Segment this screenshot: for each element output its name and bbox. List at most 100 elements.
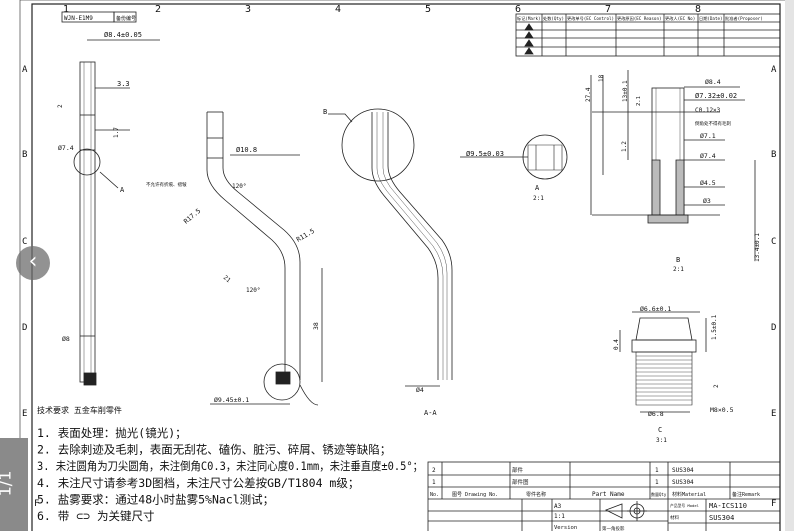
dimension-label: 27.4 xyxy=(585,87,592,102)
dimension-label: Ø6.6±0.1 xyxy=(640,305,671,313)
detail-c-view xyxy=(619,311,707,413)
detail-scale: 3:1 xyxy=(656,437,667,444)
detail-label: A xyxy=(535,184,540,192)
scale-value: 1:1 xyxy=(554,513,565,520)
note-item: 2. 去除刺迹及毛刺，表面无刮花、磕伤、脏污、碎屑、锈迹等缺陷； xyxy=(37,443,391,457)
revision-header: 批准者(Proposer) xyxy=(725,15,763,22)
version-label: Version xyxy=(554,525,577,531)
bent-tube-view xyxy=(206,111,323,406)
zone-row-label: B xyxy=(771,150,776,160)
dimension-label: 3.3 xyxy=(117,80,130,88)
dimension-label: 0.4 xyxy=(613,339,620,350)
chevron-left-icon: ‹ xyxy=(28,249,38,274)
sheet-size: A3 xyxy=(554,503,562,510)
zone-column-label: 7 xyxy=(605,4,611,15)
revision-header: 更改原因(EC Reason) xyxy=(617,15,661,22)
bom-no: 2 xyxy=(432,467,436,474)
revision-header: 更改单号(EC Control) xyxy=(567,15,614,22)
bom-qty: 1 xyxy=(655,467,659,474)
dimension-label: 1.7 xyxy=(113,127,120,138)
page-number: 1/1 xyxy=(0,470,15,497)
note-item: 6. 带 ⊂⊃ 为关键尺寸 xyxy=(37,509,154,523)
dimension-label: 120° xyxy=(246,287,260,294)
header-qty: 数量Qty xyxy=(651,491,667,497)
dimension-label: Ø10.8 xyxy=(236,146,257,154)
dimension-label: Ø3 xyxy=(703,197,711,205)
scrollbar[interactable] xyxy=(785,0,794,531)
dimension-label: R11.5 xyxy=(295,227,316,244)
zone-row-label: E xyxy=(22,409,27,419)
zone-column-label: 2 xyxy=(155,4,161,15)
dimension-label: Ø6.8 xyxy=(648,410,664,418)
dimension-label: Ø8.4±0.05 xyxy=(104,31,142,39)
header-no: No. xyxy=(430,492,439,498)
dimension-label: 2 xyxy=(713,384,720,388)
header-drawing: 图号 Drawing No. xyxy=(452,492,498,498)
projection-label: 第一角投影 xyxy=(602,525,625,531)
revision-header: 日期(Date) xyxy=(699,16,723,22)
header-name: Part Name xyxy=(592,491,625,498)
model-label: 产品型号 Model xyxy=(670,503,699,508)
zone-column-label: 8 xyxy=(695,4,701,15)
zone-row-label: C xyxy=(22,237,27,247)
zone-row-label: C xyxy=(771,237,776,247)
notes-title: 技术要求 五金车削零件 xyxy=(37,405,122,415)
zone-rows: A A B B C C D D E E F F xyxy=(22,65,777,509)
note-item: 5. 盐雾要求：通过48小时盐雾5%Nacl测试； xyxy=(37,492,274,506)
dimension-label: 1.2 xyxy=(621,141,628,152)
drawing-tag: 备份编号 xyxy=(116,15,136,22)
revision-header: 标记(Mark) xyxy=(517,15,541,22)
dimension-label: 2.1 xyxy=(636,96,642,106)
bom-qty: 1 xyxy=(655,479,659,486)
dimension-label: 18 xyxy=(598,74,605,82)
zone-row-label: A xyxy=(22,65,28,75)
note-item: 3. 未注圆角为刀尖圆角，未注倒角C0.3，未注同心度0.1mm，未注垂直度±0… xyxy=(37,459,423,473)
zone-row-label: A xyxy=(771,65,777,75)
detail-scale: 2:1 xyxy=(533,195,544,202)
dimension-label: C0.12×3 xyxy=(695,107,721,114)
drawing-code: WJN-E1M9 xyxy=(64,15,93,22)
model-value: MA-ICS110 xyxy=(709,502,747,510)
detail-label: B xyxy=(676,256,680,264)
note-item: 1. 表面处理：抛光(镜光)； xyxy=(37,426,187,440)
dimension-label: 1.5±0.1 xyxy=(711,314,718,340)
bom-name: 部件图 xyxy=(512,478,529,486)
header-material: 材料Material xyxy=(672,491,706,498)
zone-row-label: B xyxy=(22,150,27,160)
revision-header: 更改人(EC No) xyxy=(665,15,695,22)
dimension-label: Ø9.5±0.03 xyxy=(466,150,504,158)
zone-row-label: D xyxy=(771,323,776,333)
back-button[interactable]: ‹ xyxy=(16,246,50,280)
revision-table: 标记(Mark)处数(Qty)更改单号(EC Control)更改原因(EC R… xyxy=(515,13,781,57)
zone-row-label: F xyxy=(771,499,776,509)
technical-notes: 技术要求 五金车削零件 1. 表面处理：抛光(镜光)； 2. 去除刺迹及毛刺，表面无… xyxy=(37,405,423,523)
dimension-label: Ø8 xyxy=(62,335,70,343)
zone-column-label: 6 xyxy=(515,4,521,15)
zone-column-label: 3 xyxy=(245,4,251,15)
dimension-label: Ø7.1 xyxy=(700,132,716,140)
dimension-label: R17.5 xyxy=(182,207,202,226)
dimension-label: 倒角处不得有毛刺 xyxy=(695,120,731,127)
main-view xyxy=(73,39,160,386)
material-label: 材料 xyxy=(670,514,679,521)
dimension-label: Ø9.45±0.1 xyxy=(214,396,249,404)
bom-material: SUS304 xyxy=(672,467,694,474)
section-view xyxy=(328,108,453,387)
zone-column-label: 5 xyxy=(425,4,431,15)
dimension-label: 不允许有折痕、褶皱 xyxy=(146,181,187,188)
detail-b-view xyxy=(590,70,756,260)
dimension-label: 13±0.1 xyxy=(622,80,629,102)
dimension-label: Ø7.4 xyxy=(58,144,74,152)
bom-name: 部件 xyxy=(512,466,524,474)
page-indicator[interactable]: 1/1 xyxy=(0,438,28,531)
bom-no: 1 xyxy=(432,479,436,486)
dimension-label: Ø7.4 xyxy=(700,152,716,160)
zone-row-label: E xyxy=(771,409,776,419)
header-name-cn: 零件名称 xyxy=(526,491,546,498)
zone-row-label: D xyxy=(22,323,27,333)
detail-scale: 2:1 xyxy=(673,266,684,273)
dimension-label: Ø8.4 xyxy=(705,78,721,86)
dimension-label: Ø4.5 xyxy=(700,179,716,187)
zone-row-label: F xyxy=(34,499,39,509)
